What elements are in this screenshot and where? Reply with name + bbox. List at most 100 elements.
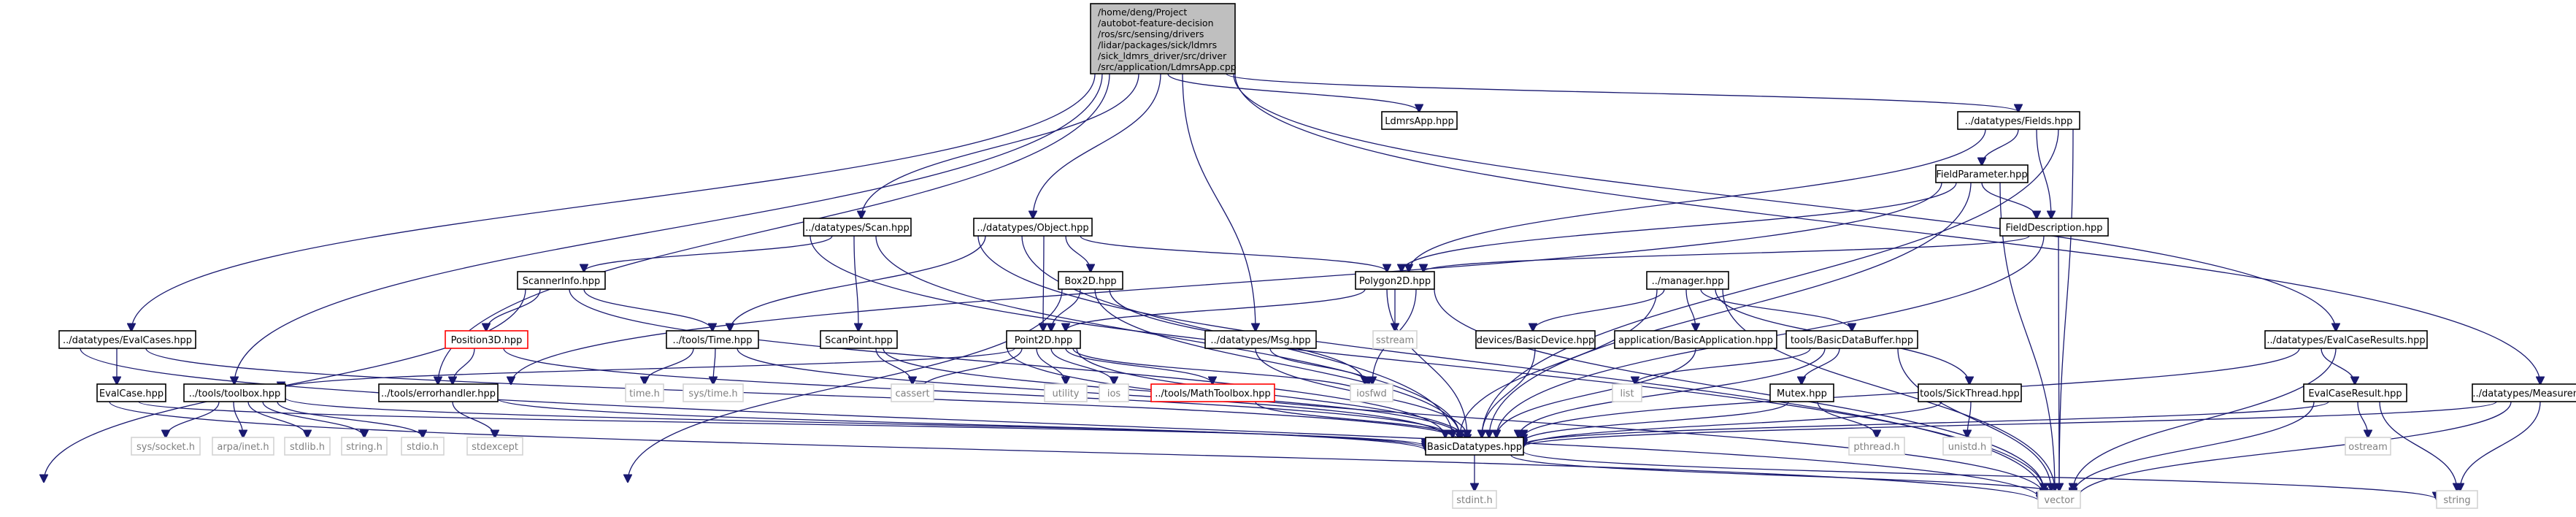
node-fielddescription-hpp[interactable]: FieldDescription.hpp (1999, 218, 2109, 237)
node-toolbox-hpp[interactable]: ../tools/toolbox.hpp (183, 383, 286, 402)
dependency-edge (138, 401, 1426, 446)
dependency-edges (44, 73, 2541, 502)
node-vector: vector (2037, 490, 2081, 509)
dependency-edge (511, 182, 1942, 384)
dependency-edge (277, 401, 423, 437)
node-utility: utility (1044, 383, 1088, 402)
svg-text:EvalCaseResult.hpp: EvalCaseResult.hpp (2308, 388, 2402, 399)
dependency-edge (2460, 401, 2541, 491)
svg-text:Box2D.hpp: Box2D.hpp (1064, 276, 1116, 287)
node-box2d-hpp[interactable]: Box2D.hpp (1058, 271, 1123, 290)
svg-text:../tools/toolbox.hpp: ../tools/toolbox.hpp (189, 388, 280, 399)
dependency-edge (1233, 73, 2336, 331)
dependency-edge (1981, 182, 2037, 218)
svg-text:stdexcept: stdexcept (472, 442, 518, 453)
node-basicdevice-hpp[interactable]: devices/BasicDevice.hpp (1475, 330, 1596, 349)
dependency-edge (247, 401, 307, 437)
svg-text:../datatypes/Fields.hpp: ../datatypes/Fields.hpp (1965, 116, 2073, 127)
svg-text:tools/SickThread.hpp: tools/SickThread.hpp (1920, 388, 2020, 399)
node-errorhandler-hpp[interactable]: ../tools/errorhandler.hpp (378, 383, 499, 402)
node-sys-socket-h: sys/socket.h (131, 437, 201, 456)
svg-text:list: list (1620, 388, 1634, 399)
node-evalcases-hpp[interactable]: ../datatypes/EvalCases.hpp (58, 330, 196, 349)
dependency-edge (1523, 401, 2497, 447)
node-time-hpp[interactable]: ../tools/Time.hpp (666, 330, 759, 349)
dependency-edge (503, 348, 1453, 437)
dependency-edge (2321, 348, 2355, 384)
root-file-node: /home/deng/Project /autobot-feature-deci… (1090, 3, 1237, 74)
dependency-edge (1496, 348, 1696, 437)
node-scan-hpp[interactable]: ../datatypes/Scan.hpp (803, 218, 912, 237)
node-basicdatabuffer-hpp[interactable]: tools/BasicDataBuffer.hpp (1785, 330, 1918, 349)
dependency-edge (584, 235, 833, 272)
node-time-h: time.h (625, 383, 664, 402)
node-position3d-hpp[interactable]: Position3D.hpp (445, 330, 528, 349)
root-path-line: /home/deng/Project (1098, 7, 1187, 18)
node-fieldparameter-hpp[interactable]: FieldParameter.hpp (1935, 164, 2029, 183)
dependency-edge (1489, 182, 1972, 437)
svg-text:sys/socket.h: sys/socket.h (137, 442, 195, 453)
dependency-edge (80, 348, 2040, 499)
node-sys-time-h: sys/time.h (683, 383, 744, 402)
node-sstream: sstream (1372, 330, 1418, 349)
node-mathtoolbox-hpp[interactable]: ../tools/MathToolbox.hpp (1150, 383, 1275, 402)
dependency-edge (1533, 288, 1665, 331)
node-evalcaseresults-hpp[interactable]: ../datatypes/EvalCaseResults.hpp (2264, 330, 2428, 349)
node-evalcaseresult-hpp[interactable]: EvalCaseResult.hpp (2303, 383, 2407, 402)
svg-text:../tools/MathToolbox.hpp: ../tools/MathToolbox.hpp (1155, 388, 1271, 399)
dependency-edge (1255, 401, 1453, 437)
svg-text:stdint.h: stdint.h (1456, 495, 1492, 506)
svg-text:LdmrsApp.hpp: LdmrsApp.hpp (1385, 116, 1454, 127)
node-basicapplication-hpp[interactable]: application/BasicApplication.hpp (1614, 330, 1777, 349)
svg-text:application/BasicApplication.h: application/BasicApplication.hpp (1618, 335, 1773, 346)
dependency-edge (233, 401, 243, 437)
svg-text:../manager.hpp: ../manager.hpp (1652, 276, 1724, 287)
svg-text:FieldParameter.hpp: FieldParameter.hpp (1936, 169, 2027, 180)
dependency-edge (1409, 129, 1986, 272)
svg-text:../datatypes/Object.hpp: ../datatypes/Object.hpp (977, 223, 1088, 234)
dependency-edge (875, 348, 912, 384)
node-manager-hpp[interactable]: ../manager.hpp (1646, 271, 1729, 290)
node-fields-hpp[interactable]: ../datatypes/Fields.hpp (1957, 111, 2080, 130)
node-scanpoint-hpp[interactable]: ScanPoint.hpp (820, 330, 898, 349)
node-stdlib-h: stdlib.h (284, 437, 331, 456)
dependency-edge (1269, 348, 1369, 384)
svg-text:ScannerInfo.hpp: ScannerInfo.hpp (523, 276, 600, 287)
dependency-edge (645, 348, 694, 384)
node-measurement-hpp[interactable]: ../datatypes/Measurement.hpp (2472, 383, 2576, 402)
node-object-hpp[interactable]: ../datatypes/Object.hpp (973, 218, 1093, 237)
svg-text:cassert: cassert (895, 388, 929, 399)
svg-text:../datatypes/Msg.hpp: ../datatypes/Msg.hpp (1210, 335, 1310, 346)
node-stdint-h: stdint.h (1452, 490, 1497, 509)
node-list: list (1612, 383, 1642, 402)
node-basicdatatypes-hpp[interactable]: BasicDatatypes.hpp (1425, 437, 1524, 456)
dependency-edge (713, 348, 715, 384)
node-sickthread-hpp[interactable]: tools/SickThread.hpp (1918, 383, 2022, 402)
dependency-edge (1722, 288, 2055, 491)
dependency-edge (1066, 288, 1366, 331)
dependency-edge (2059, 129, 2074, 491)
svg-text:string.h: string.h (346, 442, 382, 453)
dependency-edge (1094, 288, 1460, 437)
node-polygon2d-hpp[interactable]: Polygon2D.hpp (1355, 271, 1435, 290)
node-scannerinfo-hpp[interactable]: ScannerInfo.hpp (517, 271, 606, 290)
svg-text:stdlib.h: stdlib.h (290, 442, 325, 453)
svg-text:EvalCase.hpp: EvalCase.hpp (99, 388, 164, 399)
dependency-edge (1897, 348, 2051, 491)
svg-text:sstream: sstream (1376, 335, 1414, 346)
dependency-edge (1226, 73, 2018, 112)
dependency-edge (452, 401, 495, 437)
dependency-edge (1033, 73, 1161, 218)
node-pthread-h: pthread.h (1848, 437, 1905, 456)
svg-text:iosfwd: iosfwd (1356, 388, 1387, 399)
dependency-edge (1510, 454, 2073, 497)
svg-text:../datatypes/Scan.hpp: ../datatypes/Scan.hpp (805, 223, 910, 234)
node-ostream: ostream (2345, 437, 2391, 456)
svg-text:pthread.h: pthread.h (1853, 442, 1899, 453)
node-mutex-hpp[interactable]: Mutex.hpp (1769, 383, 1834, 402)
node-point2d-hpp[interactable]: Point2D.hpp (1006, 330, 1081, 349)
node-evalcase-hpp[interactable]: EvalCase.hpp (96, 383, 166, 402)
node-ldmrsapp-hpp[interactable]: LdmrsApp.hpp (1381, 111, 1458, 130)
node-msg-hpp[interactable]: ../datatypes/Msg.hpp (1204, 330, 1317, 349)
dependency-edge (583, 288, 712, 331)
